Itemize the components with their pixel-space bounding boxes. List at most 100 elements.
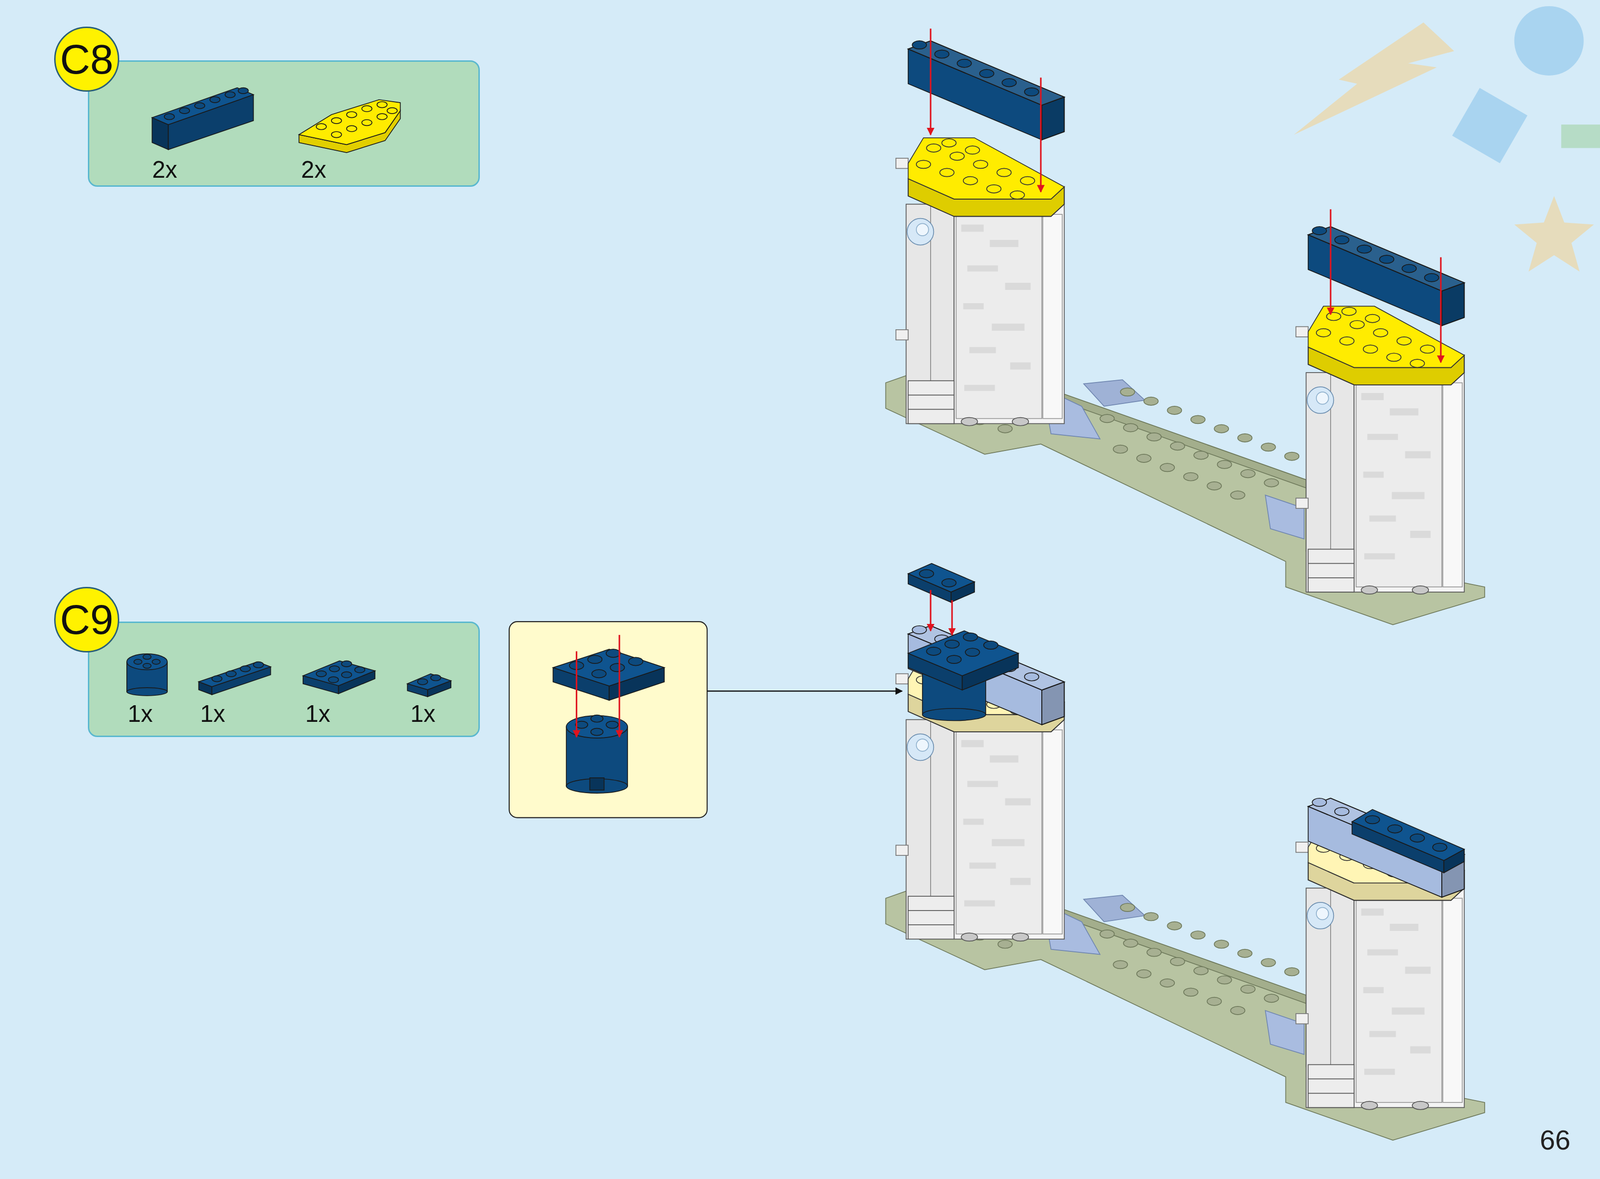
part-pictures: [376, 113, 387, 120]
step-c9-model: [1432, 842, 1448, 851]
part-pictures: [376, 101, 387, 108]
step-c8-model: [1329, 209, 1332, 315]
part-pictures: [331, 131, 342, 138]
step-c9-model: [908, 563, 1465, 873]
part-pictures: [211, 661, 264, 682]
part-pictures: [164, 87, 249, 120]
sub-assembly-callout: [590, 714, 604, 723]
parts-list: 1x1x1x1x: [87, 621, 480, 737]
sub-assembly-callout: [575, 721, 588, 729]
step-c9-model: [919, 569, 934, 578]
part-pictures: [126, 687, 168, 696]
part-pictures: [298, 99, 400, 145]
part-pictures: [407, 673, 451, 690]
step-c9-model: [908, 625, 1065, 725]
step-c9-model: [885, 563, 1485, 1141]
part-pictures: [329, 665, 340, 672]
sub-assembly-callout: [590, 777, 605, 791]
parts-list: 2x 2x: [87, 60, 480, 187]
part-pictures: [341, 660, 352, 667]
part-pictures: [194, 102, 205, 109]
step-c9-model: [951, 600, 953, 635]
step-c8-model: [885, 28, 1485, 625]
part-pictures: [198, 661, 271, 687]
step-c8-model: [1439, 257, 1442, 362]
part-pictures: [303, 660, 375, 686]
quantity-label: 1x: [410, 701, 436, 726]
step-c9-model: [1308, 798, 1465, 897]
step-c9-model: [983, 640, 999, 649]
part-pictures: [142, 654, 152, 659]
decoration: [1561, 124, 1600, 148]
part-pictures: [142, 663, 152, 668]
part-pictures: [164, 113, 175, 120]
step-c9-model: [1409, 833, 1425, 842]
part-pictures: [152, 87, 254, 125]
part-pictures: [226, 670, 237, 677]
quantity-label: 2x: [152, 157, 178, 182]
part-pictures: [152, 659, 161, 665]
part-pictures: [315, 101, 398, 138]
step-c9-model: [926, 632, 998, 664]
part-pictures: [239, 665, 250, 672]
part-pictures: [209, 96, 220, 103]
part-pictures: [387, 107, 398, 114]
sub-assembly-callout: [707, 690, 903, 692]
step-c9-model: [1352, 809, 1465, 860]
step-number-text: C9: [59, 598, 114, 641]
step-c8-model: [1039, 77, 1042, 192]
step-number: C8: [54, 26, 120, 92]
part-pictures: [315, 123, 326, 130]
quantity-label: 2x: [301, 157, 327, 182]
quantity-label: 1x: [200, 701, 226, 726]
step-c9-model: [919, 569, 956, 588]
step-c9-model: [946, 655, 962, 664]
page-number: 66: [1539, 1125, 1571, 1154]
part-pictures: [152, 87, 400, 153]
part-pictures: [126, 653, 168, 670]
sub-assembly-callout: [552, 648, 665, 686]
step-c9-model: [965, 647, 980, 657]
sub-assembly-callout: [591, 669, 607, 678]
sub-assembly-callout: [587, 655, 602, 664]
step-c9-model: [1365, 815, 1448, 851]
step-c9-model: [908, 563, 975, 592]
sub-assembly-callout: [575, 714, 619, 736]
part-pictures: [253, 661, 264, 668]
step-c8-model: [929, 28, 932, 135]
part-pictures: [430, 674, 441, 681]
sub-assembly-callout: [628, 657, 643, 666]
step-c9-model: [942, 578, 957, 587]
decoration: [1514, 195, 1595, 272]
quantity-label: 1x: [304, 701, 331, 726]
sub-assembly-callout: [552, 648, 665, 793]
part-pictures: [346, 111, 357, 118]
step-c9-model: [922, 708, 986, 721]
part-pictures: [328, 676, 339, 683]
part-pictures: [315, 660, 365, 683]
part-pictures: [346, 125, 357, 132]
part-pictures: [417, 678, 428, 685]
step-c9-model: [944, 639, 960, 648]
sub-assembly-callout: [606, 721, 619, 729]
sub-assembly-callout: [566, 726, 628, 786]
step-number-text: C8: [59, 38, 114, 81]
sub-assembly-callout: [590, 728, 604, 736]
step-c9-model: [929, 590, 932, 631]
step-c9-model: [908, 630, 1019, 676]
sub-assembly-callout: [576, 634, 620, 737]
part-pictures: [89, 61, 479, 186]
decoration: [1294, 22, 1455, 135]
part-pictures: [341, 671, 352, 678]
part-pictures: [361, 105, 372, 112]
decoration: [1452, 87, 1528, 163]
step-c9-model: [1387, 824, 1402, 833]
step-number: C9: [54, 586, 120, 652]
part-pictures: [133, 654, 161, 668]
part-pictures: [417, 674, 441, 685]
part-pictures: [126, 653, 451, 697]
part-pictures: [224, 91, 235, 98]
step-c8-model: [930, 28, 1441, 362]
part-pictures: [211, 675, 222, 682]
sub-assembly-callout: [509, 621, 708, 818]
